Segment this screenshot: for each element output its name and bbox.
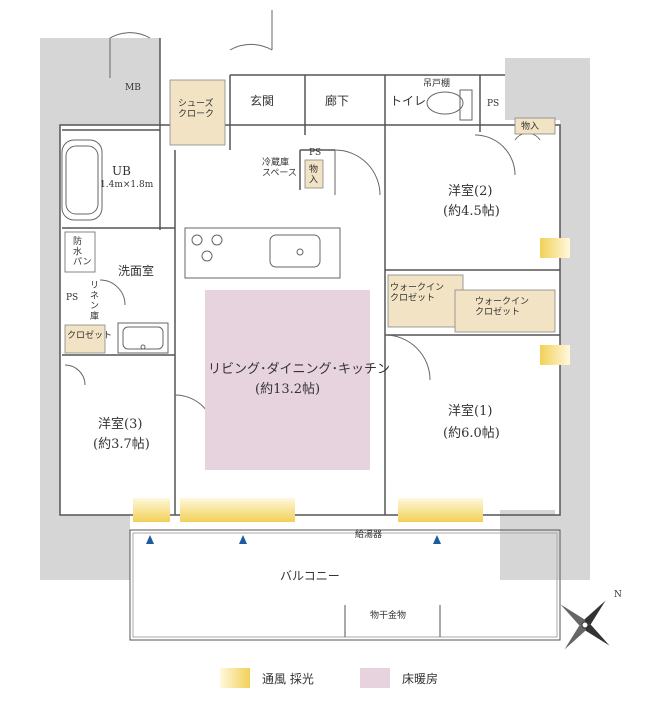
burner-icon-1 <box>191 234 203 246</box>
label-entrance: 玄関 <box>250 93 274 108</box>
label-closet: クロゼット <box>67 329 112 341</box>
label-western2-size: (約4.5帖) <box>443 204 500 219</box>
triangle-icon <box>146 535 154 544</box>
label-fridge-space: 冷蔵庫スペース <box>262 156 297 178</box>
label-ub: UB <box>112 164 131 178</box>
label-ub-size: 1.4m×1.8m <box>100 180 154 190</box>
floor-heating-area <box>205 290 370 470</box>
legend-floor-heating-label: 床暖房 <box>402 671 439 686</box>
wic-1-box <box>387 274 464 328</box>
label-storage-kitchen: 物入 <box>309 163 318 185</box>
label-balcony: バルコニー <box>280 569 340 583</box>
label-shoes-cloak: シューズクローク <box>178 97 214 119</box>
legend-ventilation-label: 通風 採光 <box>262 671 314 686</box>
wic-2-box <box>454 289 556 333</box>
interior-walls <box>59 38 561 516</box>
legend-ventilation: 通風 採光 <box>220 668 314 688</box>
label-waterproof-pan: 防水パン <box>73 235 91 268</box>
label-washroom: 洗面室 <box>118 263 154 278</box>
balcony-area <box>129 529 561 641</box>
triangle-icon <box>239 535 247 544</box>
label-western3-size: (約3.7帖) <box>93 437 150 452</box>
label-linen: リネン庫 <box>90 281 99 322</box>
label-toilet: トイレ <box>390 94 426 108</box>
label-water-heater: 給湯器 <box>355 528 382 540</box>
closet-box <box>64 324 106 354</box>
sink-icon <box>269 234 321 268</box>
triangle-icon <box>433 535 441 544</box>
exterior-walls <box>40 38 590 580</box>
legend-floor-heating-swatch <box>360 668 390 688</box>
legend: 通風 採光 床暖房 <box>0 668 660 698</box>
waterproof-pan-box <box>64 231 96 273</box>
label-western2-name: 洋室(2) <box>448 183 492 199</box>
burner-icon-3 <box>201 250 213 262</box>
shoes-cloak-box <box>169 79 226 146</box>
ventilation-markers <box>133 238 570 522</box>
kitchen-counter <box>184 227 341 279</box>
washbasin <box>117 322 169 354</box>
legend-ventilation-swatch <box>220 668 250 688</box>
label-wic-2: ウォークインクロゼット <box>475 296 529 317</box>
label-wic-1: ウォークインクロゼット <box>390 282 444 303</box>
label-western3-name: 洋室(3) <box>98 416 142 432</box>
bathtub <box>61 139 103 221</box>
label-hallway: 廊下 <box>325 93 349 108</box>
room-labels: MB シューズクローク 玄関 廊下 トイレ 吊戸棚 PS 物入 UB 1.4m×… <box>66 77 622 621</box>
label-hanging-cabinet: 吊戸棚 <box>423 77 450 89</box>
label-ps-kitchen: PS <box>309 148 321 158</box>
toilet-fixture <box>426 89 473 121</box>
compass-icon <box>560 600 610 650</box>
label-ldk-size: (約13.2帖) <box>255 382 320 397</box>
burner-icon-2 <box>211 234 223 246</box>
label-western1-size: (約6.0帖) <box>443 426 500 441</box>
label-clothes-hanger: 物干金物 <box>370 609 406 621</box>
storage-fills <box>64 79 556 354</box>
storage-kitchen-box <box>304 159 324 189</box>
label-western1-name: 洋室(1) <box>448 403 492 419</box>
label-ps-left: PS <box>66 293 78 303</box>
label-mb: MB <box>125 83 141 93</box>
label-ps-top: PS <box>487 99 499 109</box>
label-ldk-name: リビング･ダイニング･キッチン <box>208 362 390 377</box>
vent-arrows <box>146 535 441 544</box>
legend-floor-heating: 床暖房 <box>360 668 438 688</box>
label-storage-top: 物入 <box>521 120 539 132</box>
doors <box>64 10 541 436</box>
label-compass-north: N <box>614 590 622 600</box>
storage-top-box <box>514 117 556 135</box>
